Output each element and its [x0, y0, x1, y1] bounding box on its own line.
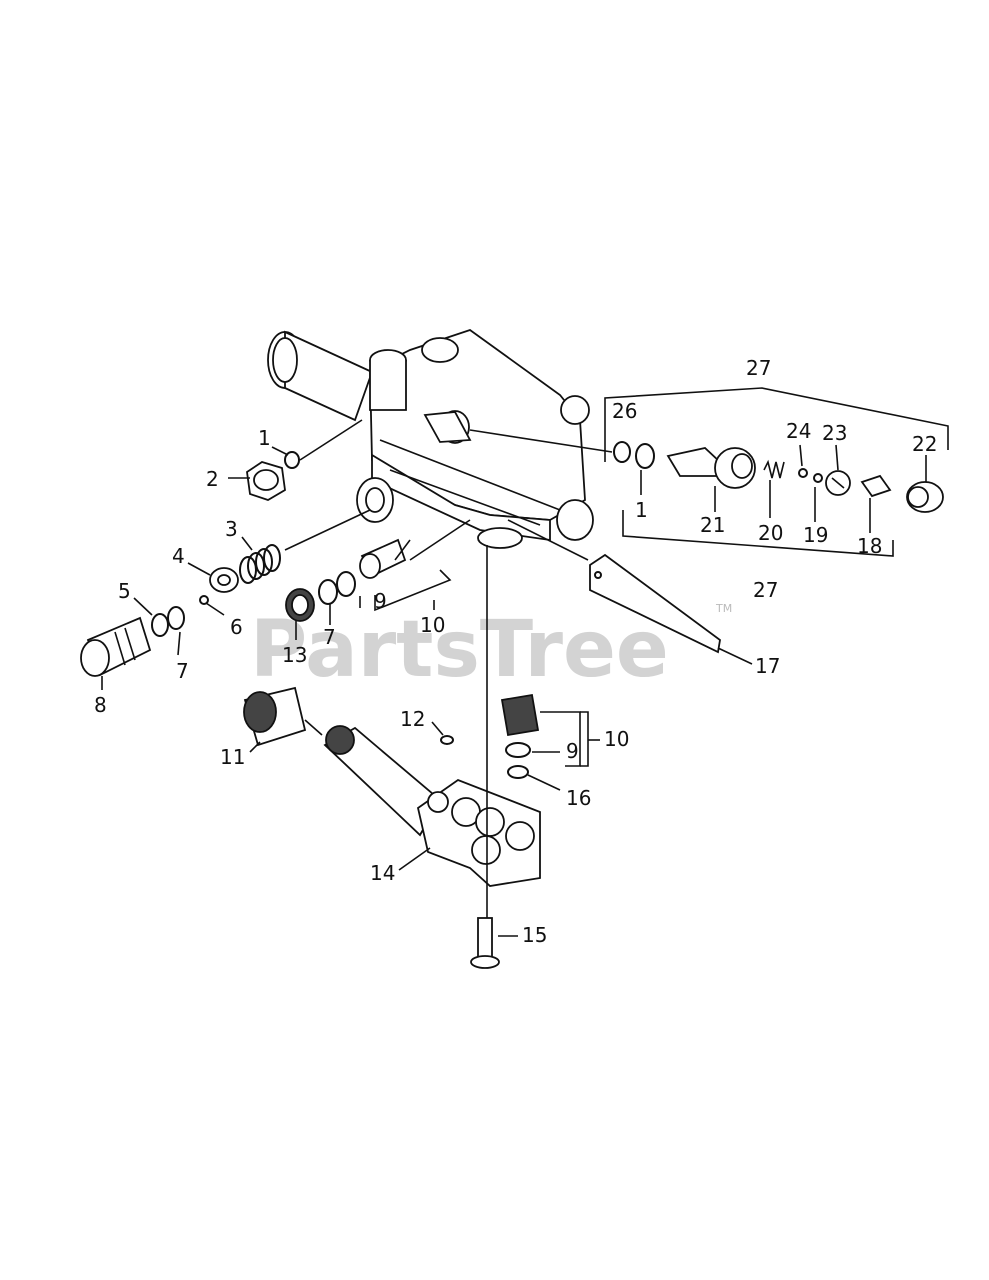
ring-16	[507, 765, 529, 779]
callout-15: 15	[522, 923, 547, 947]
callout-12: 12	[400, 707, 425, 731]
ball-6	[199, 595, 209, 605]
callout-21: 21	[700, 513, 725, 537]
callout-2: 2	[206, 467, 219, 491]
callout-19: 19	[803, 523, 828, 547]
callout-7-mid: 7	[323, 625, 336, 649]
callout-6: 6	[230, 615, 243, 639]
callout-14: 14	[370, 861, 395, 885]
watermark-trademark: TM	[715, 602, 732, 615]
callout-9-bottom: 9	[566, 739, 579, 763]
watermark-text: PartsTree	[250, 605, 669, 695]
filter-11	[243, 686, 307, 747]
callout-13: 13	[282, 643, 307, 667]
cap-8	[80, 616, 152, 677]
valve-10-top	[359, 538, 407, 579]
plug-2	[246, 461, 286, 501]
o-ring-9-bottom	[505, 742, 531, 758]
ball-24	[798, 468, 808, 478]
o-ring-1-left	[284, 451, 300, 469]
o-ring-26	[613, 441, 631, 463]
o-ring-7-left	[167, 606, 185, 630]
leader-lines	[101, 387, 949, 937]
o-ring-7-mid	[318, 579, 338, 605]
callout-9-top: 9	[374, 589, 387, 613]
lower-manifold-14	[323, 725, 541, 887]
ring-19	[813, 473, 823, 483]
seat-23	[825, 470, 851, 496]
callout-5: 5	[118, 579, 131, 603]
callout-11: 11	[220, 745, 245, 769]
valve-body-21	[666, 447, 756, 489]
callout-18: 18	[857, 534, 882, 558]
cap-13	[285, 588, 315, 622]
o-ring-1-right	[635, 443, 655, 469]
valve-10-bottom	[500, 693, 540, 737]
callout-10-bottom: 10	[604, 727, 629, 751]
o-ring-5	[151, 613, 169, 637]
callout-22: 22	[912, 432, 937, 456]
pump-manifold	[267, 329, 594, 549]
gasket-17	[589, 553, 721, 654]
callout-labels: 1 1 2 3 4 5 6 7 7 8 9 9 10 10 11 12 13 1…	[94, 356, 937, 947]
washer-4	[209, 567, 239, 593]
callout-10-top: 10	[420, 613, 445, 637]
callout-17: 17	[755, 654, 780, 678]
callout-4: 4	[172, 544, 185, 568]
stem-18	[860, 474, 892, 498]
callout-27-top: 27	[746, 356, 771, 380]
callout-24: 24	[786, 419, 811, 443]
bolt-15	[470, 917, 500, 969]
callout-3: 3	[225, 517, 238, 541]
callout-23: 23	[822, 421, 847, 445]
callout-8: 8	[94, 693, 107, 717]
o-ring-9-top	[336, 571, 356, 597]
spring-3	[239, 544, 281, 584]
callout-27-bottom: 27	[753, 578, 778, 602]
callout-26: 26	[612, 399, 637, 423]
callout-16: 16	[566, 786, 591, 810]
callout-1-left: 1	[258, 426, 271, 450]
callout-7-left: 7	[176, 659, 189, 683]
callout-1-right: 1	[635, 498, 648, 522]
spring-20	[763, 459, 785, 479]
nut-22	[906, 481, 944, 513]
ring-12	[440, 735, 454, 745]
callout-20: 20	[758, 521, 783, 545]
